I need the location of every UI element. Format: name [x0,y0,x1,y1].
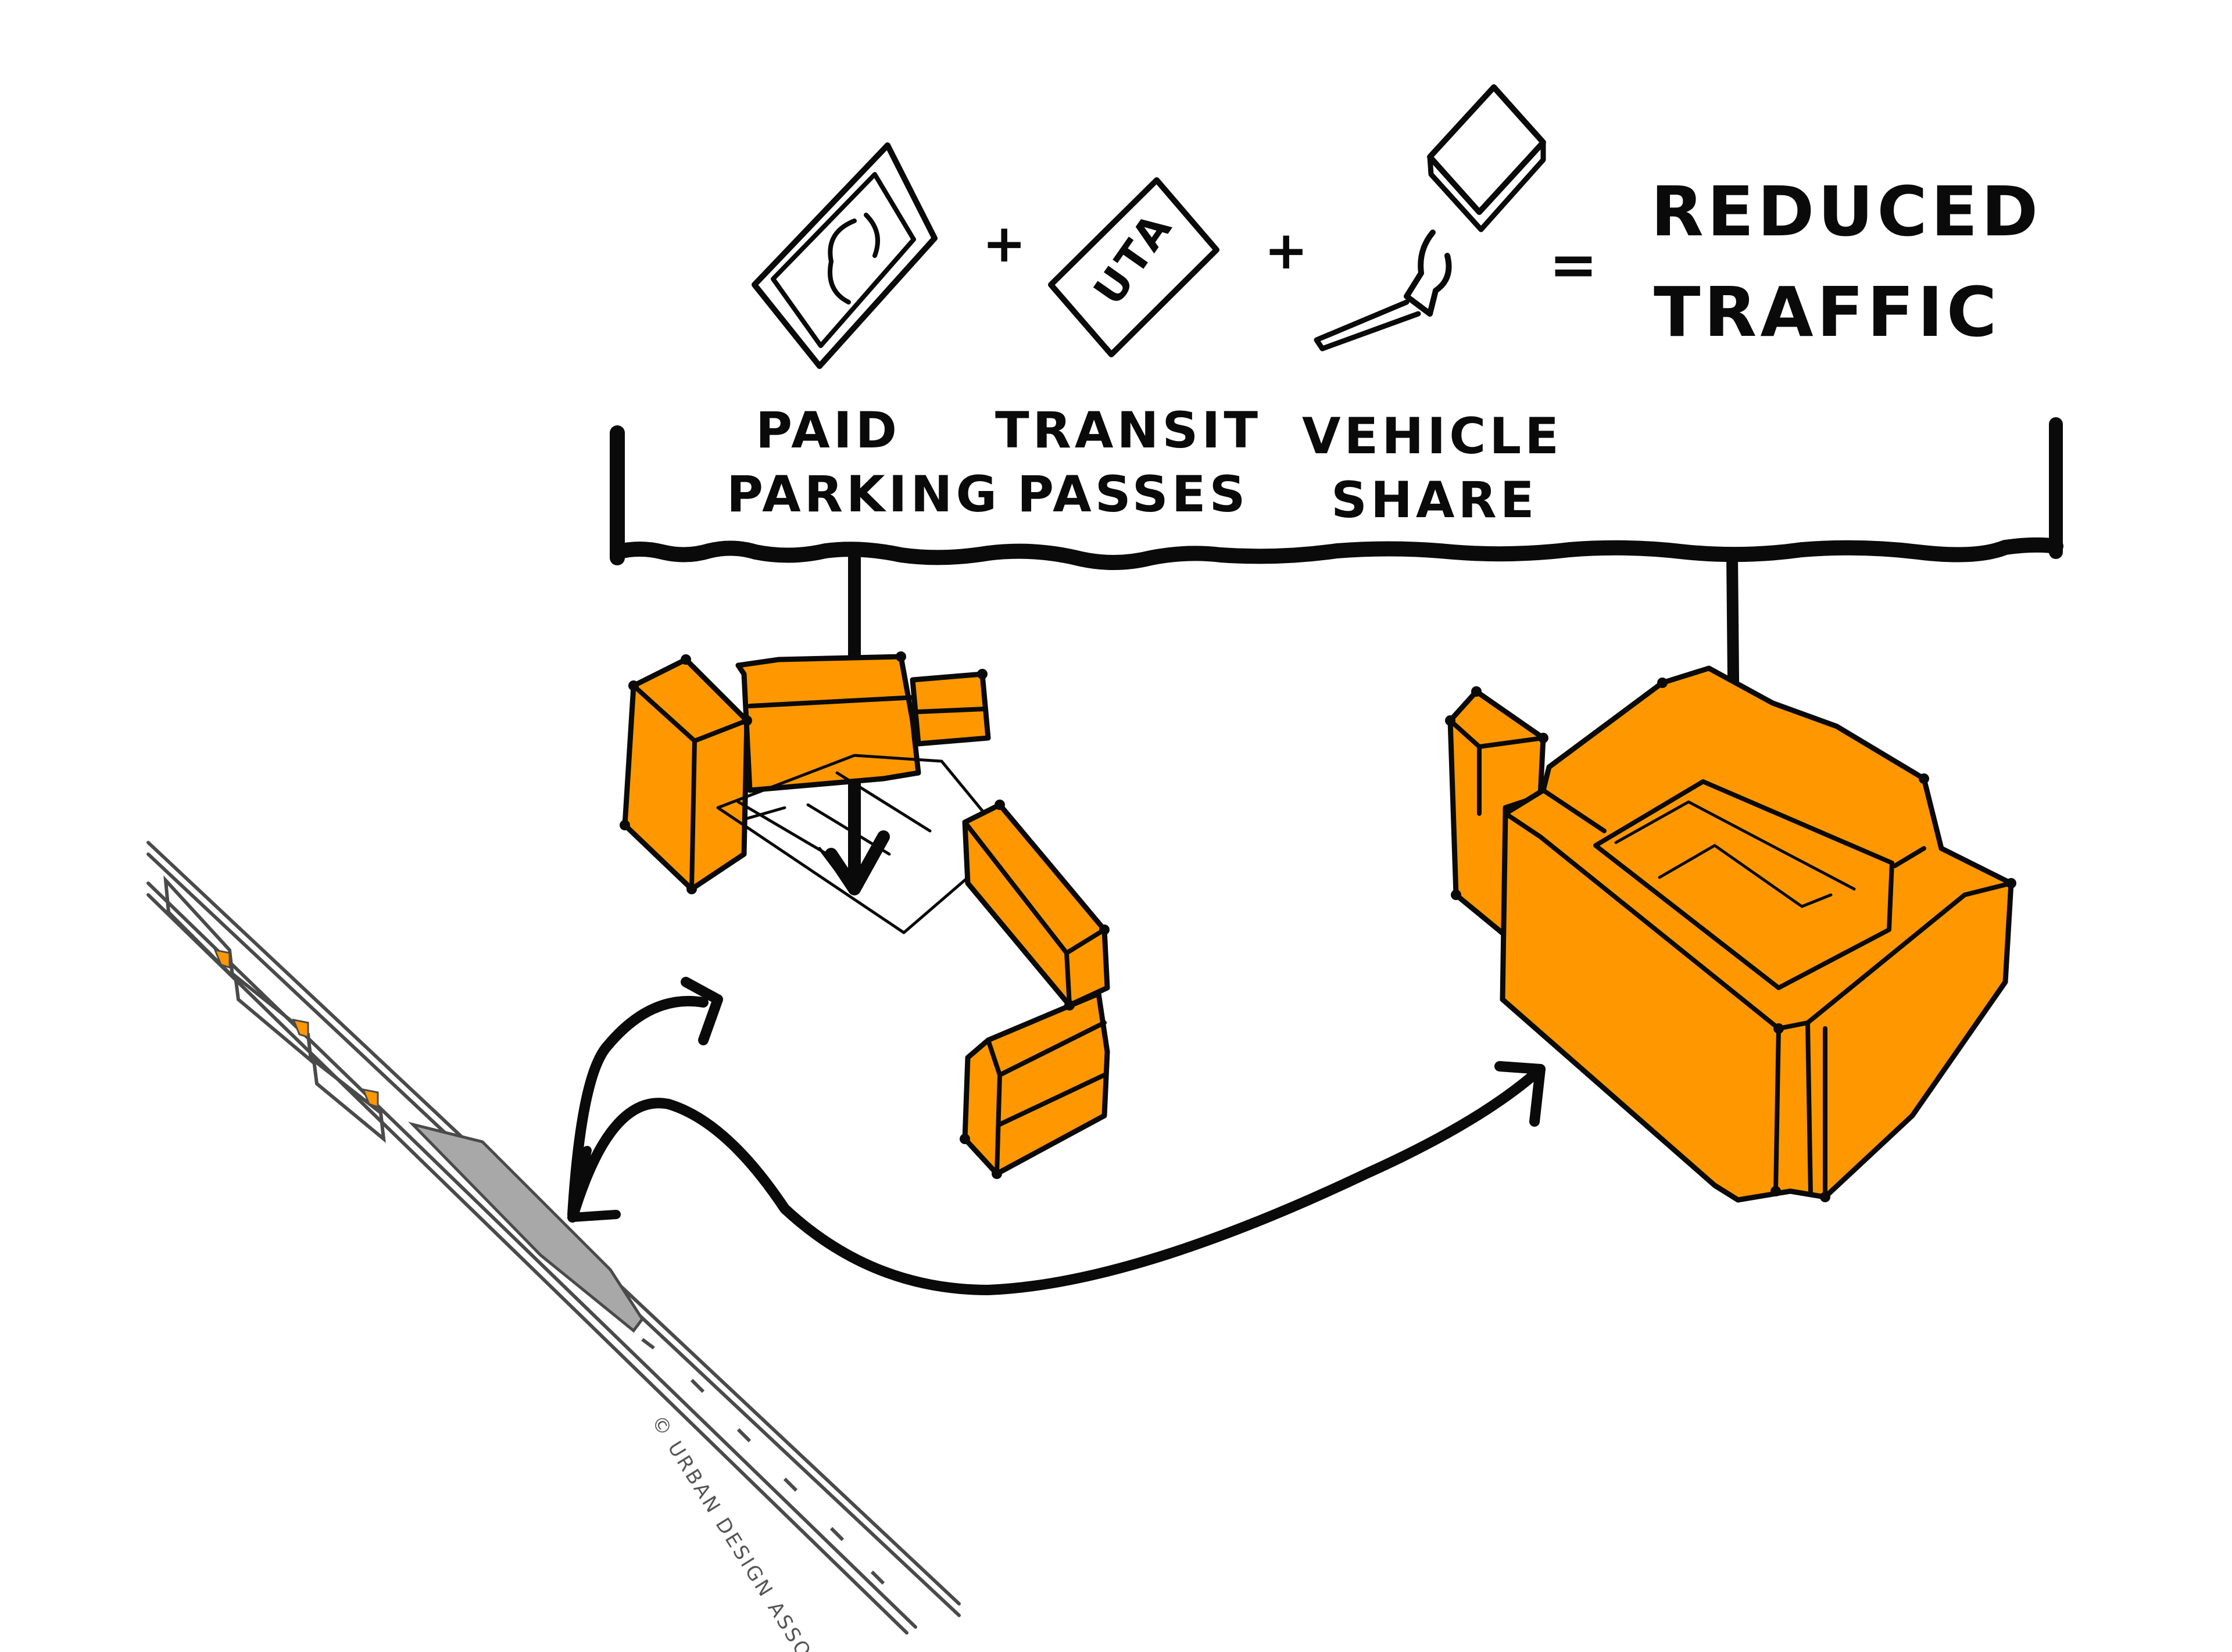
label-line: PARKING [727,465,1000,524]
label-paid-parking: PAID PARKING [727,402,1000,524]
rail-corridor [146,841,961,1635]
label-line: PASSES [1017,465,1249,524]
result-line-traffic: TRAFFIC [1654,272,2000,352]
plus-sign: + [1264,220,1311,281]
money-bill-icon [752,142,938,369]
arrow-to-structured-parking-curve [567,1061,1546,1295]
bracket [610,417,2063,570]
car-key-icon [1314,84,1546,352]
structured-parking-courtyard-building [1445,665,2016,1203]
transit-pass-icon: UTA [1048,177,1219,357]
label-vehicle-share: VEHICLE SHARE [1302,407,1562,529]
station-platform [408,1121,645,1333]
equals-sign: = [1549,231,1601,299]
label-line: SHARE [1331,471,1537,529]
label-line: TRANSIT [995,402,1261,460]
plus-operator-2: + [1264,220,1311,281]
plus-operator-1: + [982,213,1029,274]
copyright-credit: © URBAN DESIGN ASSOCIATES [646,1411,860,1652]
label-line: VEHICLE [1302,407,1562,465]
surface-parking-cluster [620,651,1110,1179]
label-transit-passes: TRANSIT PASSES [995,402,1261,524]
result-text: REDUCED TRAFFIC [1651,171,2041,352]
result-line-reduced: REDUCED [1651,171,2041,252]
plus-sign: + [982,213,1029,274]
equals-operator: = [1549,231,1601,299]
label-line: PAID [756,402,900,460]
